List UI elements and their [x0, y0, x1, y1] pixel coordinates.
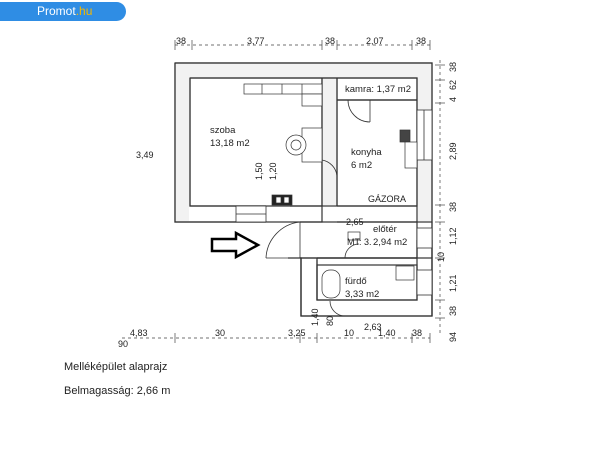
dim-right-8: 1,21 [448, 274, 458, 292]
dim-right-7: 10 [436, 252, 446, 262]
room-szoba-area: 13,18 m2 [210, 138, 250, 149]
dim-top-3: 38 [325, 36, 335, 46]
dim-inner-3: 2,65 [346, 217, 364, 227]
dim-top-1: 38 [176, 36, 186, 46]
windows [235, 109, 433, 296]
plan-title: Melléképület alaprajz [64, 361, 168, 373]
room-kamra-label: kamra: 1,37 m2 [345, 84, 411, 95]
dim-bottom-8: 2,63 [364, 322, 382, 332]
dim-bottom-3: 30 [215, 328, 225, 338]
room-eloter-name: előtér [373, 224, 397, 235]
dim-inner-2: 1,20 [268, 162, 278, 180]
dim-bottom-7: 10 [344, 328, 354, 338]
furniture [243, 83, 418, 299]
logo-suffix-text: .hu [75, 4, 93, 18]
dim-bottom-4: 3,25 [288, 328, 306, 338]
dim-right-10: 94 [448, 332, 458, 342]
dim-bottom-5: 1,40 [310, 308, 320, 326]
dim-right-6: 1,12 [448, 227, 458, 245]
room-furdo-name: fürdő [345, 276, 367, 287]
dim-left-height: 3,49 [136, 150, 154, 160]
room-konyha-name: konyha [351, 147, 382, 158]
dim-top-2: 3,77 [247, 36, 265, 46]
ceiling-height: Belmagasság: 2,66 m [64, 385, 171, 397]
site-logo-badge[interactable]: Promot.hu [0, 2, 126, 21]
dim-right-1: 38 [448, 62, 458, 72]
room-szoba-name: szoba [210, 125, 236, 136]
dim-bottom-6: 80 [325, 316, 335, 326]
dim-top-4: 2,07 [366, 36, 384, 46]
dim-inner-1: 1,50 [254, 162, 264, 180]
dim-top-5: 38 [416, 36, 426, 46]
dim-right-2: 62 [448, 80, 458, 90]
dimension-lines [122, 44, 441, 339]
dim-right-9: 38 [448, 306, 458, 316]
dim-bottom-10: 38 [412, 328, 422, 338]
dim-right-4: 2,89 [448, 142, 458, 160]
entrance-arrow-icon [210, 230, 261, 260]
dim-bottom-2: 90 [118, 339, 128, 349]
room-konyha-area: 6 m2 [351, 160, 372, 171]
logo-brand-text: Promot [37, 4, 76, 18]
meter-label: MT: 3. [347, 237, 372, 247]
dim-right-3: 4 [448, 97, 458, 102]
dim-bottom-1: 4,83 [130, 328, 148, 338]
dim-right-5: 38 [448, 202, 458, 212]
room-furdo-area: 3,33 m2 [345, 289, 379, 300]
dimension-ticks [174, 40, 445, 343]
room-eloter-area: 2,94 m2 [373, 237, 407, 248]
gas-meter-label: GÁZORA [368, 194, 406, 204]
doors [265, 99, 371, 317]
dim-bottom-9: 1,40 [378, 328, 396, 338]
